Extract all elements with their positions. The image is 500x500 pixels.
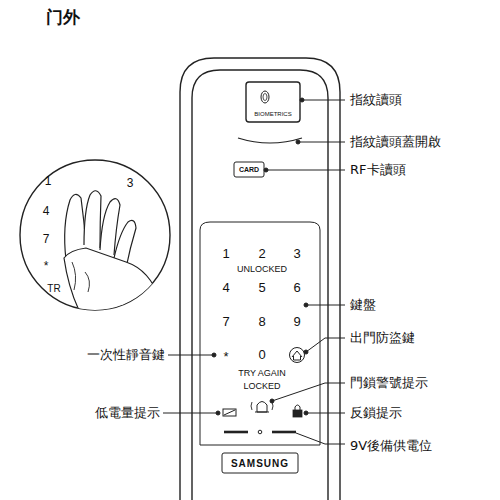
leader-line	[302, 100, 345, 101]
fingerprint-window	[246, 82, 300, 122]
leader-dot	[304, 411, 308, 415]
key-label: 6	[293, 281, 300, 295]
lock-icon	[295, 405, 300, 410]
inset-key-label: 7	[43, 233, 50, 246]
key-label: *	[223, 350, 228, 364]
leader-line	[306, 338, 345, 352]
card-reader-box	[234, 162, 264, 177]
callout-label: 門鎖警號提示	[350, 376, 428, 390]
hand-inset	[20, 160, 175, 330]
leader-line	[266, 170, 345, 171]
leader-line	[163, 413, 218, 414]
key-label: 1	[222, 247, 229, 261]
leader-dot	[296, 140, 300, 144]
inset-key-label: *	[44, 260, 49, 273]
callout-label: 低電量提示	[95, 406, 160, 420]
fingerprint-icon	[261, 91, 269, 103]
lock-icon	[293, 410, 302, 417]
callout-label: 鍵盤	[350, 298, 376, 312]
page-title: 门外	[46, 8, 80, 27]
battery-contact	[272, 431, 296, 434]
leader-lines	[163, 98, 345, 444]
panel-label: UNLOCKED	[237, 265, 287, 275]
battery-icon	[223, 409, 236, 416]
key-label: 3	[293, 247, 300, 261]
panel-label: TRY AGAIN	[238, 369, 286, 379]
lock-inner-face	[192, 70, 328, 500]
callout-label: 出門防盜鍵	[350, 331, 415, 345]
leader-dot	[270, 399, 274, 403]
key-label: 0	[258, 348, 265, 362]
leader-dot	[304, 303, 308, 307]
leader-dot	[304, 350, 308, 354]
lock-outer-frame	[180, 58, 340, 500]
leader-dot	[216, 411, 220, 415]
key-label: 4	[222, 281, 229, 295]
hand-crease	[72, 262, 89, 292]
leader-dot	[300, 98, 304, 102]
exit-button	[290, 348, 305, 363]
inset-key-label: 3	[127, 177, 134, 190]
fingerprint-icon	[263, 94, 267, 101]
brand-logo: SAMSUNG	[231, 458, 289, 469]
inset-key-label: TR	[47, 283, 60, 294]
leader-line	[168, 355, 214, 356]
keypad-panel	[200, 222, 320, 445]
lock-body	[180, 58, 340, 500]
panel-label: BIOMETRICS	[254, 111, 291, 118]
leader-line	[272, 383, 345, 401]
callout-label: RF卡讀頭	[350, 163, 406, 177]
home-icon	[292, 351, 302, 360]
panel-label: LOCKED	[243, 382, 280, 392]
key-label: 5	[258, 281, 265, 295]
panel-label: CARD	[239, 166, 259, 174]
leader-line	[306, 305, 345, 306]
inset-key-label: 4	[43, 205, 50, 218]
finger	[84, 191, 101, 248]
leader-line	[298, 142, 345, 143]
callout-label: 指紋讀頭	[350, 93, 402, 107]
cover-slot	[238, 138, 302, 143]
hand-drawing	[64, 191, 175, 330]
callout-label: 反鎖提示	[350, 406, 402, 420]
leader-line	[296, 433, 345, 444]
callout-label: 9V後備供電位	[350, 439, 432, 453]
leader-line	[306, 413, 345, 414]
callout-label: 一次性靜音鍵	[87, 348, 165, 362]
palm	[64, 248, 175, 330]
battery-contact	[224, 431, 248, 434]
alarm-icon	[255, 402, 269, 413]
battery-icon	[224, 410, 235, 415]
key-label: 2	[258, 247, 265, 261]
key-label: 9	[293, 315, 300, 329]
leader-dot	[264, 168, 268, 172]
key-label: 7	[222, 315, 229, 329]
callout-label: 指紋讀頭蓋開啟	[350, 135, 441, 149]
inset-key-label: 1	[45, 175, 52, 188]
key-label: 8	[258, 315, 265, 329]
alarm-icon	[251, 402, 273, 410]
battery-contact	[258, 430, 262, 434]
nameplate	[222, 453, 298, 473]
leader-dot	[212, 353, 216, 357]
